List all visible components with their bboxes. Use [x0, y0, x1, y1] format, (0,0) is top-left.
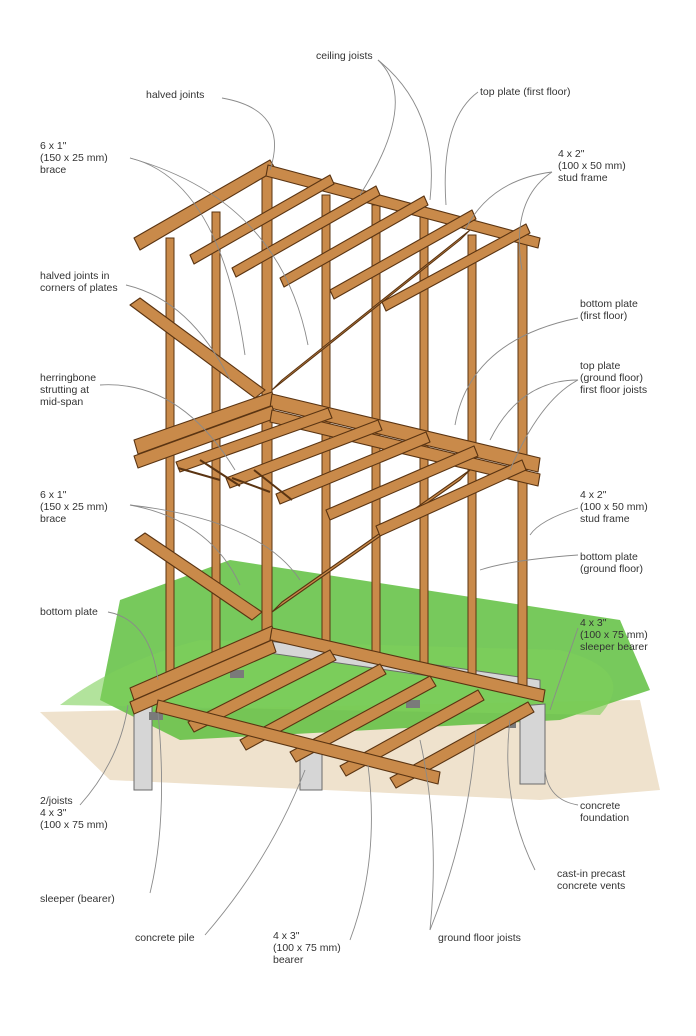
label-sleeper: sleeper (bearer): [40, 893, 115, 905]
label-halved-joints: halved joints: [146, 89, 205, 101]
ground-floor-joists: [187, 649, 535, 789]
label-brace-bottom: 6 x 1" (150 x 25 mm) brace: [40, 489, 108, 525]
sleeper-bearer: [155, 699, 441, 785]
label-top-plate-first-floor: top plate (first floor): [480, 86, 571, 98]
label-concrete-pile: concrete pile: [135, 932, 195, 944]
bottom-plate-ground-floor: [129, 625, 546, 715]
label-concrete-foundation: concrete foundation: [580, 800, 630, 824]
label-ceiling-joists: ceiling joists: [316, 50, 373, 62]
label-ground-floor-joists: ground floor joists: [438, 932, 521, 944]
label-concrete-vents: cast-in precast concrete vents: [557, 868, 626, 892]
label-brace-top: 6 x 1" (150 x 25 mm) brace: [40, 140, 108, 176]
label-bottom-plate-first-floor: bottom plate (first floor): [580, 298, 638, 322]
label-bottom-plate: bottom plate: [40, 606, 98, 618]
label-stud-frame-top: 4 x 2" (100 x 50 mm) stud frame: [558, 148, 626, 184]
label-joists-size: 2/joists 4 x 3" (100 x 75 mm): [40, 795, 108, 831]
label-stud-frame-bottom: 4 x 2" (100 x 50 mm) stud frame: [580, 489, 648, 525]
ceiling-joists: [189, 174, 531, 312]
label-bottom-plate-ground-floor: bottom plate (ground floor): [580, 551, 644, 575]
label-halved-joints-corners: halved joints in corners of plates: [40, 270, 118, 294]
herringbone-strutting: [177, 459, 293, 501]
leader-lines: [79, 59, 579, 941]
label-bearer: 4 x 3" (100 x 75 mm) bearer: [273, 930, 341, 966]
label-herringbone-strutting: herringbone strutting at mid-span: [40, 372, 97, 408]
top-plate-first-floor: [133, 159, 541, 251]
first-floor-joists: [175, 407, 527, 537]
label-top-plate-ground-floor: top plate (ground floor) first floor joi…: [580, 360, 648, 396]
label-sleeper-bearer-size: 4 x 3" (100 x 75 mm) sleeper bearer: [580, 617, 648, 653]
